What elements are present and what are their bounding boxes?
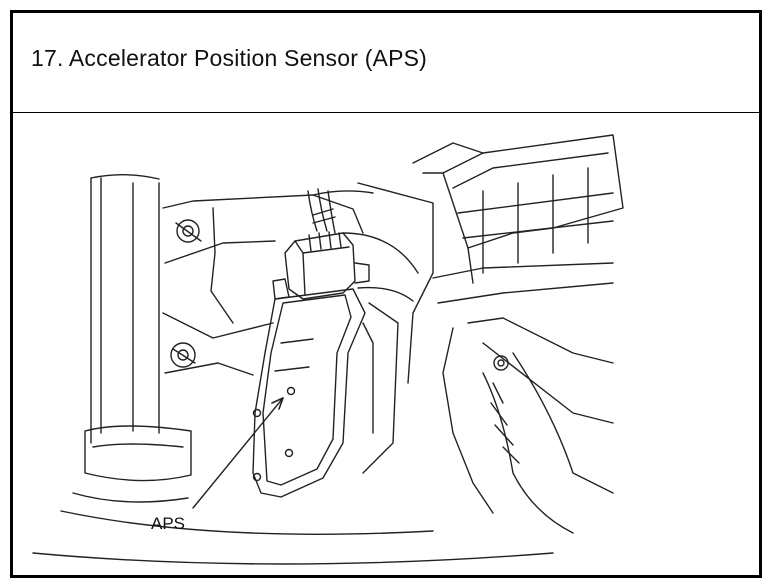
bolt-lower: [170, 342, 196, 368]
aps-sensor-body: [252, 288, 366, 498]
center-housing: [342, 182, 434, 474]
callout-leader: [192, 397, 284, 509]
page-title: 17. Accelerator Position Sensor (APS): [31, 45, 428, 71]
aps-callout-label: APS: [151, 514, 185, 533]
bracket: [162, 190, 374, 376]
aps-connector: [272, 231, 370, 300]
header-section: 17. Accelerator Position Sensor (APS): [13, 13, 759, 113]
diagram-area: APS: [13, 113, 759, 575]
wire-harness: [307, 188, 336, 234]
figure-frame: 17. Accelerator Position Sensor (APS): [10, 10, 762, 578]
pedal-column: [32, 174, 554, 565]
bolt-upper: [175, 219, 202, 243]
right-assembly: [412, 134, 624, 534]
aps-illustration: APS: [32, 134, 624, 565]
